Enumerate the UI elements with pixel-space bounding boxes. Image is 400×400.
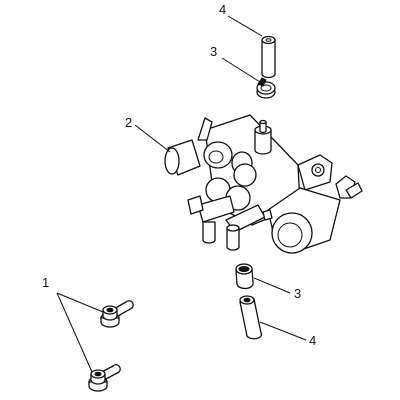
leader-line-lower-clamp bbox=[253, 277, 291, 294]
callout-number-top-tube: 4 bbox=[219, 2, 226, 17]
leader-line-carburetor bbox=[134, 124, 171, 153]
callout-number-carburetor: 2 bbox=[125, 115, 132, 130]
flange-bolt-upper bbox=[100, 300, 134, 328]
tube-part-lower bbox=[239, 295, 263, 340]
callout-number-lower-clamp: 3 bbox=[294, 286, 301, 301]
callout-number-lower-tube: 4 bbox=[309, 333, 316, 348]
leader-line-lower-tube bbox=[259, 321, 307, 341]
hose-clamp-top bbox=[256, 77, 276, 99]
leader-line-bolt-upper bbox=[56, 292, 104, 313]
flange-bolt-lower bbox=[88, 364, 121, 392]
callout-number-bolts: 1 bbox=[42, 275, 49, 290]
leader-line-top-tube bbox=[227, 15, 263, 37]
carburetor-assembly bbox=[164, 114, 363, 254]
hose-clamp-lower bbox=[235, 263, 254, 290]
callout-number-top-clamp: 3 bbox=[210, 44, 217, 59]
leader-line-bolt-lower bbox=[56, 292, 93, 373]
leader-line-top-clamp bbox=[221, 57, 261, 83]
tube-part-top bbox=[261, 35, 276, 79]
